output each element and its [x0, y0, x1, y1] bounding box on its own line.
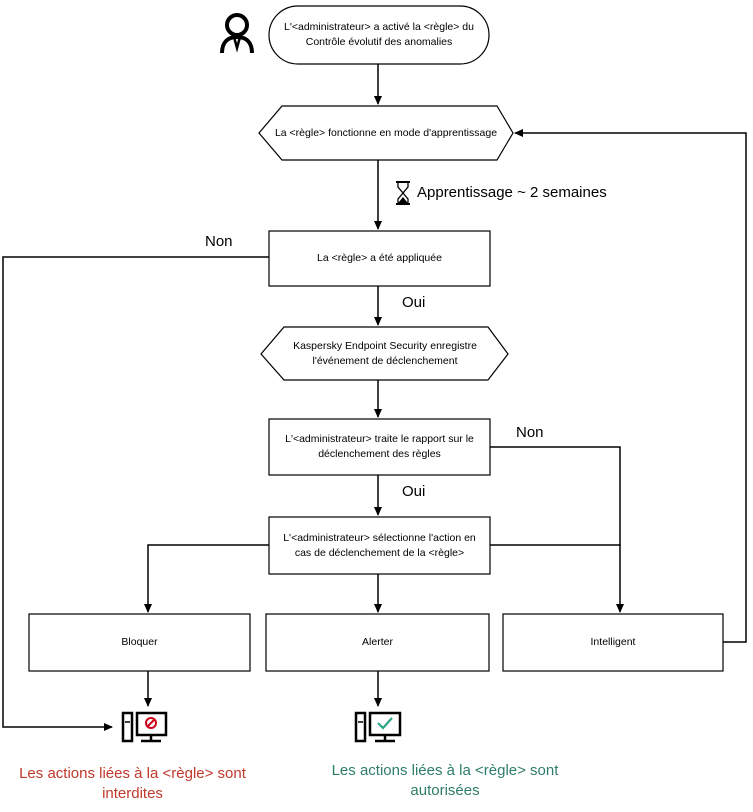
no-label-report: Non	[516, 424, 544, 441]
user-icon	[220, 13, 254, 54]
smart-action-node	[502, 613, 724, 672]
alert-action-text: Alerter	[362, 636, 393, 648]
select-action-node	[268, 516, 491, 575]
no-label-applied: Non	[205, 233, 233, 250]
learning-mode-text: La <règle> fonctionne en mode d'apprenti…	[274, 126, 498, 139]
yes-label-applied: Oui	[402, 294, 426, 311]
rule-applied-text: La <règle> a été appliquée	[317, 252, 442, 264]
connectors	[2, 64, 747, 731]
learning-period-label: Apprentissage ~ 2 semaines	[417, 184, 607, 201]
select-action-text: L'<administrateur> sélectionne l'action …	[283, 531, 476, 559]
hourglass-icon	[396, 181, 410, 205]
computer-allowed-icon	[354, 711, 402, 743]
allowed-outcome-text: Les actions liées à la <règle> sont auto…	[331, 762, 559, 799]
blocked-outcome-text: Les actions liées à la <règle> sont inte…	[19, 765, 246, 802]
start-node-text: L'<administrateur> a activé la <règle> d…	[284, 21, 474, 48]
event-log-text: Kaspersky Endpoint Security enregistre l…	[293, 339, 477, 367]
block-action-node	[28, 613, 251, 672]
report-processing-node	[268, 418, 491, 476]
block-action-text: Bloquer	[121, 636, 158, 648]
event-log-node	[260, 326, 509, 381]
alert-action-node	[265, 613, 490, 672]
yes-label-report: Oui	[402, 483, 426, 500]
rule-applied-node	[268, 230, 491, 287]
computer-blocked-icon	[121, 711, 168, 743]
report-processing-text: L'<administrateur> traite le rapport sur…	[285, 433, 474, 460]
start-node	[268, 5, 490, 65]
learning-mode-node	[258, 105, 514, 161]
smart-action-text: Intelligent	[590, 636, 636, 648]
